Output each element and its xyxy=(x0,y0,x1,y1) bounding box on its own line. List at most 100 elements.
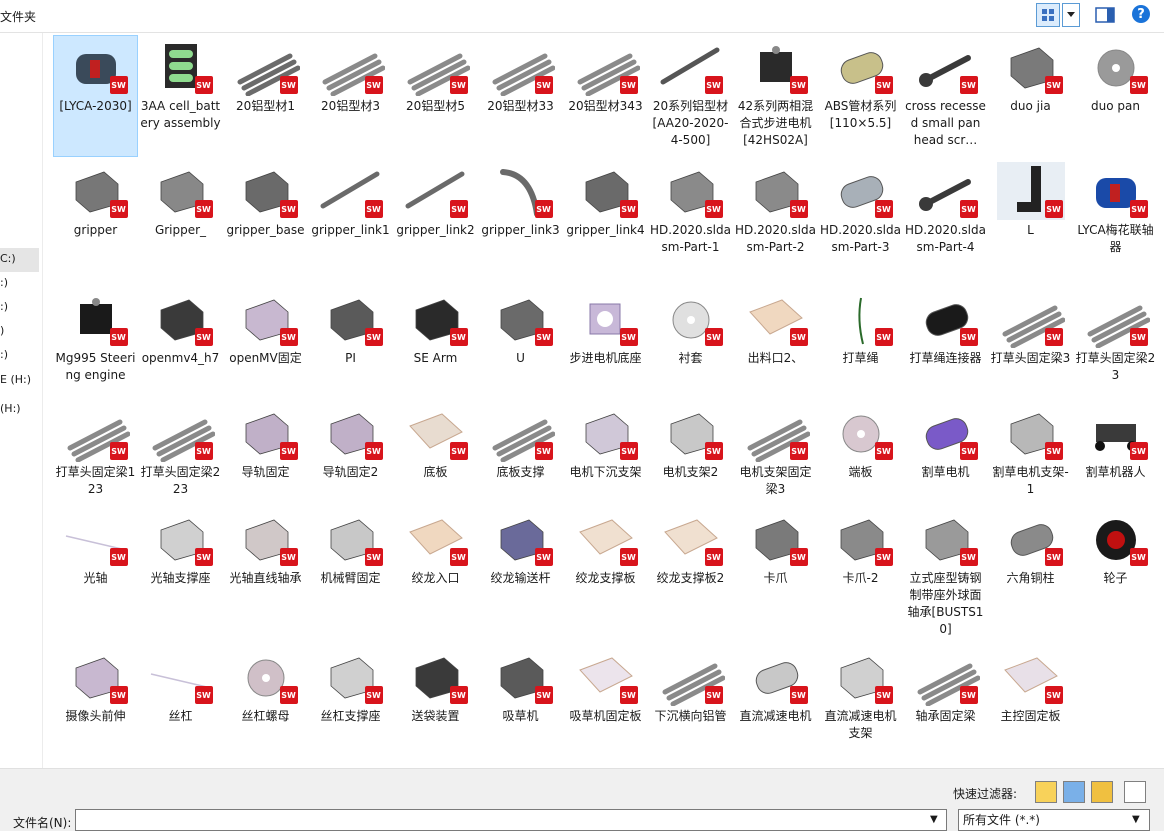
view-options-dropdown[interactable] xyxy=(1062,3,1080,27)
change-view-button[interactable] xyxy=(1036,3,1060,27)
solidworks-badge-icon: SW xyxy=(364,200,383,218)
screw-icon xyxy=(918,55,971,87)
breadcrumb[interactable]: 文件夹 xyxy=(0,10,37,24)
nav-drive-item[interactable]: (H:) xyxy=(0,402,21,415)
nav-drive-item[interactable]: ) xyxy=(0,324,5,337)
nav-drive-item[interactable]: E (H:) xyxy=(0,373,32,386)
nav-drive-item[interactable]: :) xyxy=(0,276,8,289)
file-item[interactable]: SW[LYCA-2030] xyxy=(53,35,138,157)
filter-assemblies-button[interactable] xyxy=(1063,781,1085,803)
file-name-label: 卡爪-2 xyxy=(842,571,879,585)
chevron-down-icon[interactable]: ▼ xyxy=(930,814,938,825)
preview-pane-icon[interactable] xyxy=(1095,6,1115,24)
nav-drive-item[interactable]: :) xyxy=(0,348,8,361)
chevron-down-icon[interactable]: ▼ xyxy=(1132,814,1140,825)
file-type-select[interactable]: 所有文件 (*.*) xyxy=(958,809,1150,831)
filter-parts-button[interactable] xyxy=(1035,781,1057,803)
filename-input[interactable] xyxy=(75,809,947,831)
filter-top-assemblies-button[interactable] xyxy=(1124,781,1146,803)
nav-drive-item[interactable]: :) xyxy=(0,300,8,313)
filter-drawings-button[interactable] xyxy=(1091,781,1113,803)
help-icon[interactable]: ? xyxy=(1132,5,1150,23)
nav-drive-item[interactable]: C:) xyxy=(0,252,16,265)
